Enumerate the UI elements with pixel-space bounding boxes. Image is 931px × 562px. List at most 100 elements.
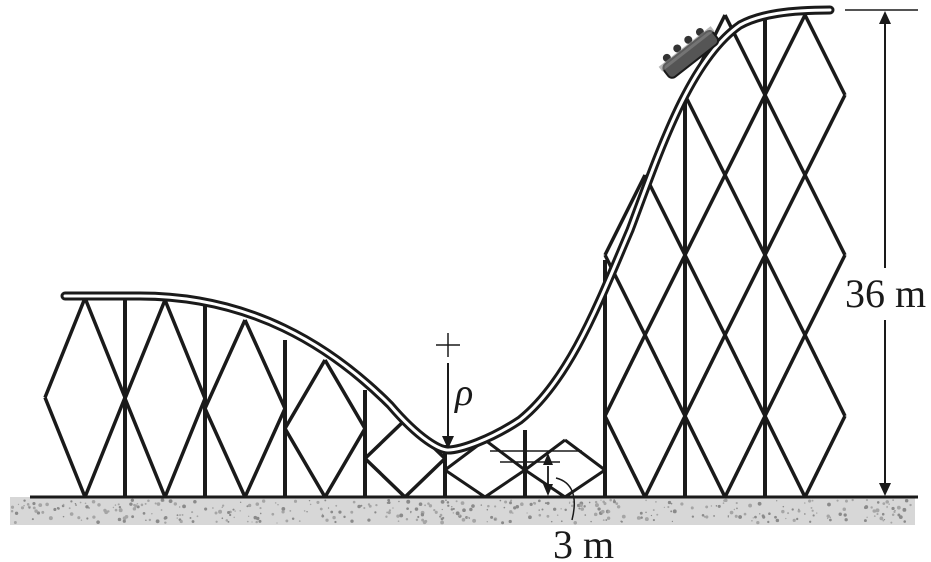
gravel-speck — [271, 512, 275, 516]
gravel-speck — [767, 520, 770, 524]
gravel-speck — [550, 520, 553, 523]
gravel-speck — [583, 505, 586, 508]
gravel-speck — [600, 499, 602, 501]
gravel-speck — [512, 512, 514, 514]
gravel-speck — [903, 520, 907, 523]
lattice-brace — [683, 174, 727, 256]
gravel-speck — [909, 503, 912, 507]
gravel-speck — [529, 502, 533, 506]
gravel-speck — [827, 502, 831, 507]
gravel-speck — [363, 506, 366, 510]
gravel-speck — [735, 501, 738, 505]
gravel-speck — [218, 509, 223, 514]
gravel-speck — [397, 520, 400, 523]
gravel-speck — [472, 518, 477, 523]
gravel-speck — [883, 519, 886, 521]
gravel-speck — [291, 517, 295, 521]
gravel-speck — [644, 517, 649, 522]
gravel-speck — [761, 514, 765, 518]
gravel-speck — [891, 513, 895, 517]
gravel-speck — [335, 504, 338, 507]
lattice-brace — [524, 468, 566, 499]
gravel-speck — [104, 510, 109, 515]
lattice-brace — [444, 468, 486, 499]
gravel-speck — [486, 508, 489, 511]
gravel-speck — [92, 515, 96, 519]
gravel-speck — [182, 504, 186, 509]
lattice-brace — [683, 254, 727, 336]
gravel-speck — [733, 508, 736, 511]
gravel-speck — [468, 517, 471, 519]
gravel-speck — [251, 521, 253, 523]
gravel-speck — [804, 513, 806, 515]
gravel-speck — [68, 507, 71, 510]
ground — [10, 495, 918, 525]
gravel-speck — [134, 504, 138, 508]
radius-arrowhead — [442, 436, 454, 449]
lattice-brace — [123, 397, 167, 498]
gravel-speck — [528, 515, 532, 520]
gravel-speck — [221, 506, 224, 509]
gravel-speck — [324, 499, 327, 502]
gravel-speck — [882, 519, 885, 522]
gravel-speck — [387, 511, 391, 515]
gravel-speck — [233, 516, 235, 519]
gravel-speck — [191, 511, 194, 514]
gravel-speck — [590, 520, 592, 523]
lattice-brace — [683, 94, 727, 176]
gravel-speck — [452, 507, 455, 511]
gravel-speck — [222, 504, 225, 507]
lattice-brace — [363, 457, 407, 499]
gravel-speck — [281, 507, 286, 511]
gravel-speck — [544, 502, 547, 505]
gravel-speck — [130, 498, 134, 502]
gravel-speck — [62, 503, 65, 506]
gravel-speck — [455, 511, 460, 516]
gravel-speck — [713, 515, 715, 517]
gravel-speck — [239, 510, 241, 512]
gravel-speck — [117, 503, 120, 506]
gravel-speck — [656, 513, 659, 516]
gravel-speck — [330, 510, 334, 514]
gravel-speck — [564, 508, 567, 512]
gravel-speck — [568, 502, 571, 504]
gravel-speck — [246, 505, 249, 508]
gravel-speck — [501, 521, 505, 525]
gravel-speck — [513, 506, 517, 510]
gravel-speck — [844, 518, 848, 522]
gravel-speck — [441, 508, 443, 511]
gravel-speck — [406, 499, 411, 504]
gravel-speck — [829, 518, 832, 522]
gravel-speck — [259, 512, 262, 515]
gravel-speck — [845, 499, 848, 503]
gravel-speck — [812, 514, 815, 517]
lattice-brace — [603, 334, 647, 417]
gravel-speck — [274, 502, 277, 504]
gravel-speck — [722, 502, 725, 504]
gravel-speck — [538, 513, 542, 517]
gravel-speck — [31, 518, 34, 521]
gravel-speck — [129, 502, 133, 506]
gravel-speck — [667, 500, 672, 505]
gravel-speck — [428, 504, 433, 508]
radius-label: ρ — [454, 372, 473, 414]
gravel-speck — [667, 505, 670, 509]
gravel-speck — [396, 514, 400, 518]
gravel-speck — [757, 501, 762, 506]
gravel-speck — [670, 510, 673, 513]
gravel-speck — [715, 505, 718, 507]
lattice-brace — [763, 14, 807, 96]
lattice-brace — [564, 468, 606, 499]
gravel-speck — [902, 507, 907, 512]
gravel-speck — [196, 515, 199, 518]
gravel-speck — [652, 518, 655, 522]
gravel-speck — [810, 506, 813, 509]
gravel-speck — [645, 511, 647, 514]
gravel-speck — [811, 509, 814, 512]
gravel-speck — [53, 507, 57, 512]
gravel-speck — [451, 506, 453, 508]
gravel-speck — [154, 502, 157, 505]
gravel-speck — [26, 503, 30, 506]
gravel-speck — [289, 509, 292, 512]
gravel-speck — [691, 515, 695, 518]
